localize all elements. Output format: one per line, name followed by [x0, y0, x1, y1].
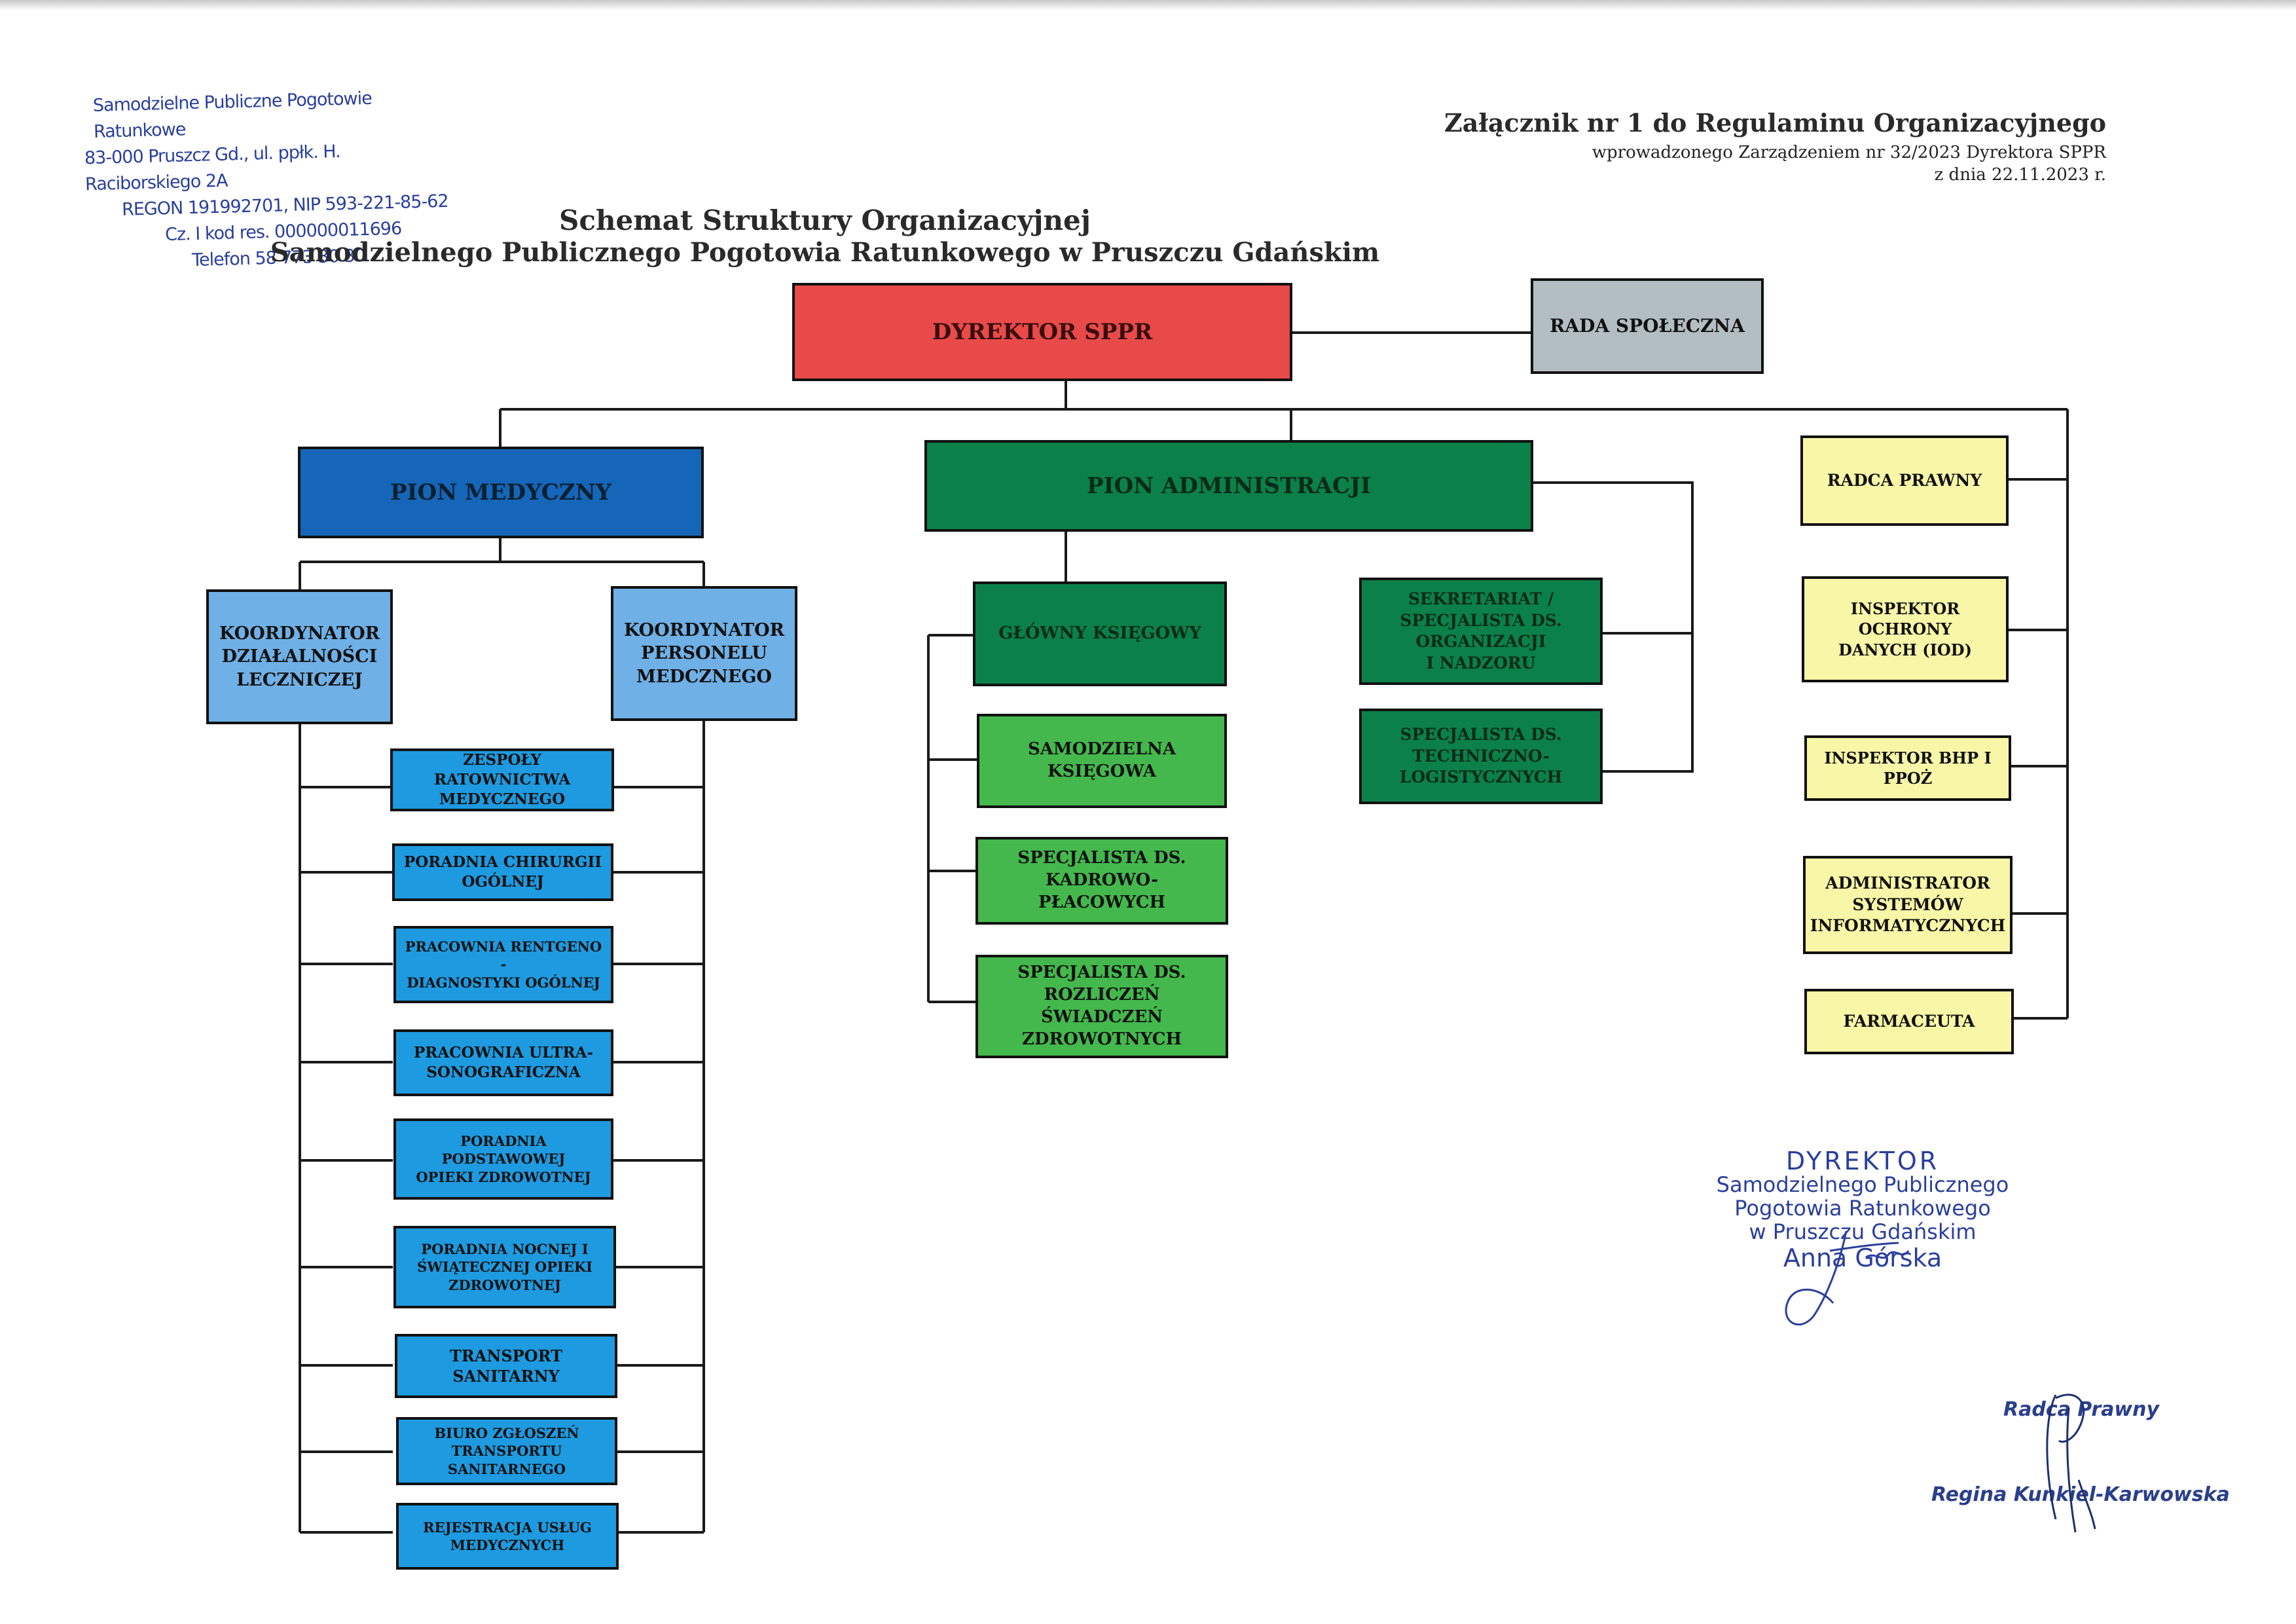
institution-stamp-name: Samodzielne Publiczne Pogotowie Ratunkow…: [92, 88, 373, 142]
box-it-administrator: ADMINISTRATOR SYSTEMÓW INFORMATYCZNYCH: [1803, 856, 2013, 954]
director-stamp-title: DYREKTOR: [1785, 1147, 1940, 1175]
box-secretariat: SEKRETARIAT / SPECJALISTA DS. ORGANIZACJ…: [1359, 578, 1603, 685]
director-stamp-name: Anna Górska: [1783, 1244, 1942, 1272]
box-council: RADA SPOŁECZNA: [1531, 278, 1764, 374]
box-legal-counsel: RADCA PRAWNY: [1800, 435, 2009, 526]
box-unit-ultrasound-lab: PRACOWNIA ULTRA- SONOGRAFICZNA: [393, 1029, 613, 1096]
box-hr-payroll-specialist: SPECJALISTA DS. KADROWO-PŁACOWYCH: [975, 837, 1228, 925]
box-unit-night-holiday-clinic: PORADNIA NOCNEJ I ŚWIĄTECZNEJ OPIEKI ZDR…: [393, 1226, 616, 1308]
box-unit-primary-care-clinic: PORADNIA PODSTAWOWEJ OPIEKI ZDROWOTNEJ: [393, 1118, 613, 1200]
director-stamp-line2: Samodzielnego Publicznego: [1716, 1172, 2009, 1197]
director-signature: [1785, 1230, 1910, 1325]
box-unit-emergency-teams: ZESPOŁY RATOWNICTWA MEDYCZNEGO: [390, 748, 614, 811]
box-medical-division: PION MEDYCZNY: [298, 447, 704, 538]
box-safety-inspector: INSPEKTOR BHP I PPOŻ: [1804, 735, 2011, 801]
box-coordinator-treatment: KOORDYNATOR DZIAŁALNOŚCI LECZNICZEJ: [206, 589, 393, 724]
box-accountant: SAMODZIELNA KSIĘGOWA: [977, 714, 1227, 808]
director-stamp-line3: Pogotowia Ratunkowego: [1734, 1196, 1991, 1221]
page-subtitle: Samodzielnego Publicznego Pogotowia Ratu…: [270, 237, 1380, 268]
box-admin-division: PION ADMINISTRACJI: [924, 440, 1533, 532]
director-stamp: DYREKTOR Samodzielnego Publicznego Pogot…: [1692, 1149, 2033, 1270]
box-unit-registration: REJESTRACJA USŁUG MEDYCZNYCH: [396, 1503, 619, 1570]
box-unit-transport-office: BIURO ZGŁOSZEŃ TRANSPORTU SANITARNEGO: [396, 1417, 617, 1485]
scan-edge: [0, 0, 2296, 10]
box-director: DYREKTOR SPPR: [792, 283, 1292, 381]
annex-date: z dnia 22.11.2023 r.: [1934, 165, 2106, 185]
box-chief-accountant: GŁÓWNY KSIĘGOWY: [973, 581, 1227, 686]
institution-stamp-address: 83-000 Pruszcz Gd., ul. ppłk. H. Racibor…: [84, 141, 341, 195]
box-unit-surgery-clinic: PORADNIA CHIRURGII OGÓLNEJ: [392, 843, 613, 901]
box-pharmacist: FARMACEUTA: [1804, 989, 2014, 1054]
box-unit-medical-transport: TRANSPORT SANITARNY: [395, 1334, 617, 1398]
box-health-services-specialist: SPECJALISTA DS. ROZLICZEŃ ŚWIADCZEŃ ZDRO…: [975, 955, 1228, 1058]
director-stamp-line4: w Pruszczu Gdańskim: [1749, 1219, 1977, 1244]
legal-counsel-signature: [2046, 1393, 2096, 1533]
annex-reference: wprowadzonego Zarządzeniem nr 32/2023 Dy…: [1592, 143, 2106, 162]
box-data-protection-inspector: INSPEKTOR OCHRONY DANYCH (IOD): [1802, 576, 2009, 682]
annex-title: Załącznik nr 1 do Regulaminu Organizacyj…: [1444, 108, 2106, 138]
box-coordinator-staff: KOORDYNATOR PERSONELU MEDCZNEGO: [611, 586, 797, 721]
page-title: Schemat Struktury Organizacyjnej: [559, 204, 1091, 236]
box-technical-logistics: SPECJALISTA DS. TECHNICZNO- LOGISTYCZNYC…: [1359, 709, 1603, 804]
box-unit-xray-lab: PRACOWNIA RENTGENO - DIAGNOSTYKI OGÓLNEJ: [393, 926, 613, 1003]
